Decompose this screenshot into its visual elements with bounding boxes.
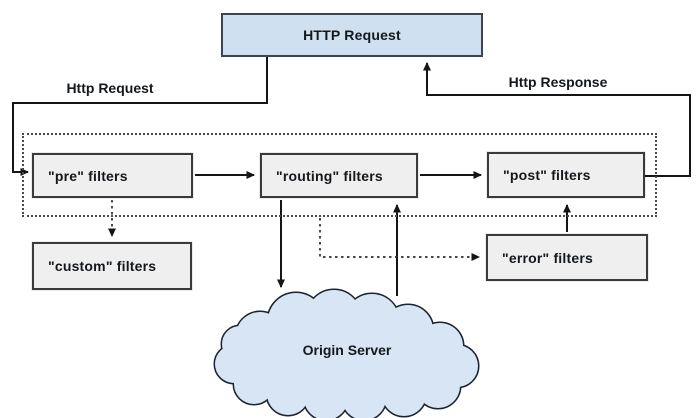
routing-filters-label: "routing" filters xyxy=(276,167,383,184)
pre-filters-box: "pre" filters xyxy=(32,153,193,198)
arrow-request-to-pre xyxy=(12,57,268,176)
routing-filters-box: "routing" filters xyxy=(260,153,418,198)
http-request-box: HTTP Request xyxy=(221,13,483,57)
filter-chain-boundary xyxy=(22,133,657,217)
http-response-flow-label: Http Response xyxy=(508,74,608,90)
custom-filters-box: "custom" filters xyxy=(32,242,192,290)
pre-filters-label: "pre" filters xyxy=(48,167,128,184)
arrow-post-to-response xyxy=(423,62,691,177)
dotted-arrow-chain-to-error xyxy=(319,218,480,261)
custom-filters-label: "custom" filters xyxy=(48,258,157,274)
post-filters-box: "post" filters xyxy=(487,152,645,198)
http-request-flow-label: Http Request xyxy=(66,80,154,96)
post-filters-label: "post" filters xyxy=(503,167,591,183)
http-request-box-label: HTTP Request xyxy=(303,27,401,43)
error-filters-box: "error" filters xyxy=(486,234,648,281)
error-filters-label: "error" filters xyxy=(502,249,593,266)
origin-server-label: Origin Server xyxy=(302,342,392,358)
